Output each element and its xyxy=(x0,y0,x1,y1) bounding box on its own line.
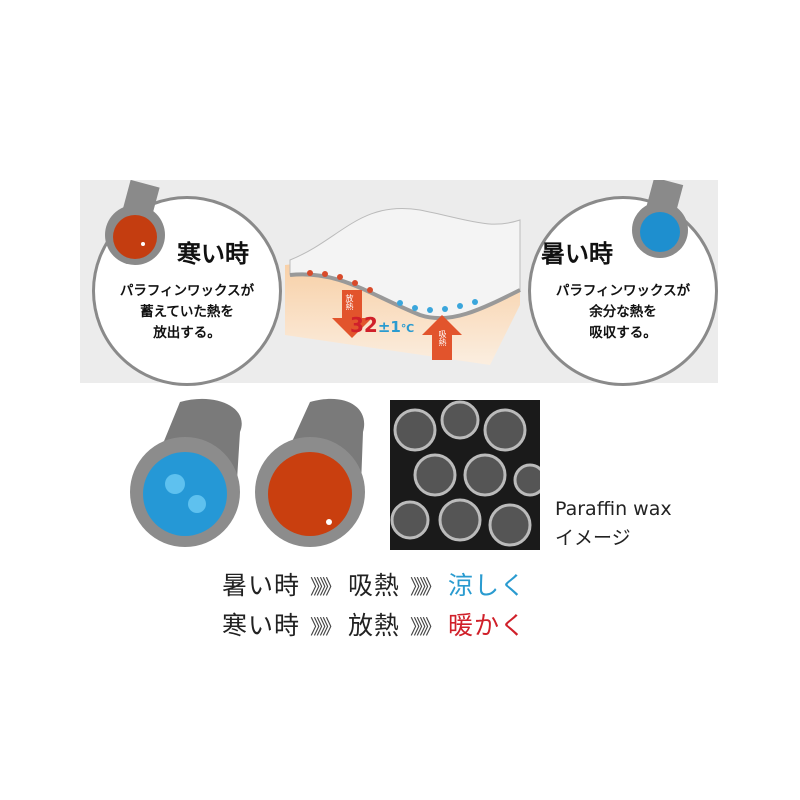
text-line: 放出する。 xyxy=(153,325,221,341)
text-line: パラフィンワックスが xyxy=(119,283,255,299)
fabric-illustration xyxy=(285,208,521,365)
result: 暖かく xyxy=(448,611,527,640)
absorb-arrow xyxy=(422,315,462,360)
absorb-label: 吸熱 xyxy=(438,330,447,346)
release-arrow xyxy=(332,290,372,338)
summary-row-cold: 寒い時》》》放熱》》》暖かく xyxy=(222,606,526,642)
warm-tube xyxy=(255,398,365,547)
text-line: 余分な熱を xyxy=(589,304,657,320)
hot-title: 暑い時 xyxy=(541,240,613,268)
warm-tube-icon xyxy=(105,180,165,265)
result: 涼しく xyxy=(448,571,527,600)
cool-tube-icon xyxy=(632,180,688,258)
heat-particles xyxy=(307,270,373,293)
state: 寒い時 xyxy=(222,611,301,640)
hot-description: パラフィンワックスが 余分な熱を 吸収する。 xyxy=(531,281,715,344)
chevrons-icon: 》》》 xyxy=(410,615,442,639)
chevrons-icon: 》》》 xyxy=(310,575,342,599)
temp-tolerance: ±1 xyxy=(377,318,401,336)
temperature-label: 32±1℃ xyxy=(350,313,414,337)
cold-description: パラフィンワックスが 蓄えていた熱を 放出する。 xyxy=(95,281,279,344)
chevrons-icon: 》》》 xyxy=(310,615,342,639)
temp-value: 32 xyxy=(350,313,378,337)
text-line: 吸収する。 xyxy=(589,325,657,341)
caption-line1: Paraffin wax xyxy=(555,498,672,520)
action: 吸熱 xyxy=(348,571,401,600)
state: 暑い時 xyxy=(222,571,301,600)
action: 放熱 xyxy=(348,611,401,640)
chevrons-icon: 》》》 xyxy=(410,575,442,599)
text-line: 蓄えていた熱を xyxy=(140,304,234,320)
paraffin-micrograph xyxy=(390,400,540,550)
cold-title: 寒い時 xyxy=(177,240,249,268)
release-label: 放熱 xyxy=(345,294,354,310)
summary-row-hot: 暑い時》》》吸熱》》》涼しく xyxy=(222,566,526,602)
tube-illustrations xyxy=(130,398,365,547)
caption-line2: イメージ xyxy=(555,527,631,549)
temp-unit: ℃ xyxy=(400,322,415,335)
text-line: パラフィンワックスが xyxy=(555,283,691,299)
micrograph-caption: Paraffin wax イメージ xyxy=(555,495,672,553)
cool-tube xyxy=(130,398,242,547)
